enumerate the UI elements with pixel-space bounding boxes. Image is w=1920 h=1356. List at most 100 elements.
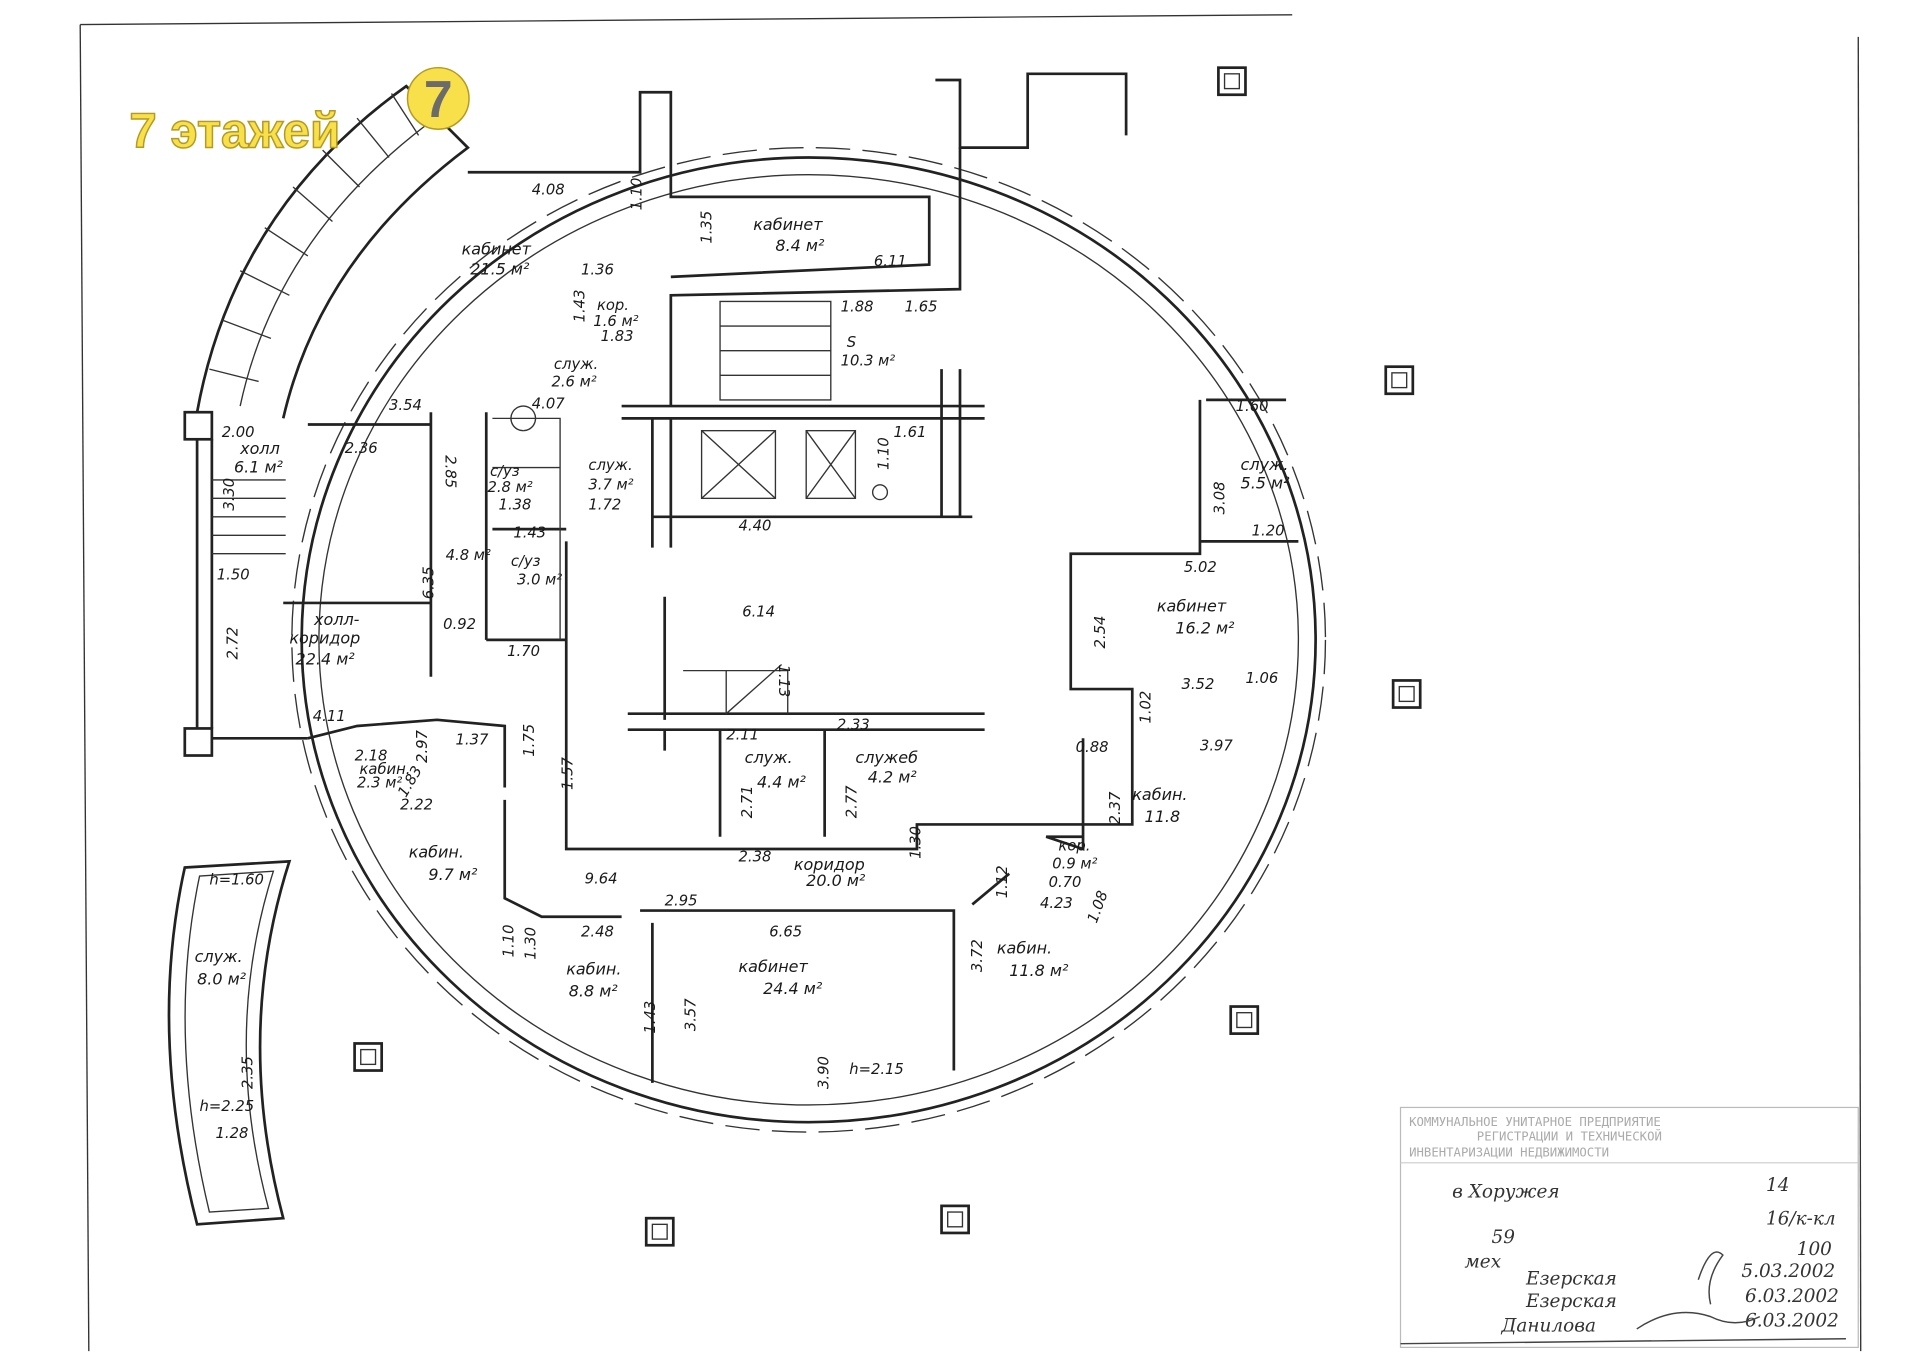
room-name: служеб <box>855 748 918 767</box>
room-area: 5.5 м² <box>1241 474 1291 493</box>
scale: 100 <box>1797 1239 1832 1260</box>
dimension-label: 4.07 <box>532 396 565 413</box>
title-block: КОММУНАЛЬНОЕ УНИТАРНОЕ ПРЕДПРИЯТИЕ РЕГИС… <box>1399 1106 1859 1349</box>
dimension-label: h=2.15 <box>849 1061 904 1078</box>
dimension-label: 0.92 <box>443 616 476 633</box>
dimension-label: 1.13 <box>775 664 792 697</box>
signature <box>1636 1251 1761 1330</box>
logo-text: 7 этажей <box>129 104 340 159</box>
signer-name: Данилова <box>1500 1315 1596 1336</box>
house-number: 14 <box>1766 1175 1789 1196</box>
dimension-label: 3.90 <box>815 1056 832 1089</box>
room-area: 6.1 м² <box>234 458 284 477</box>
room-name: кабинет <box>1157 597 1227 616</box>
dimension-label: 1.50 <box>217 567 250 584</box>
left-stair <box>183 84 470 757</box>
dimension-label: 1.36 <box>581 261 614 278</box>
dimension-label: 3.57 <box>682 998 699 1031</box>
sign-date: 5.03.2002 <box>1741 1261 1835 1282</box>
dimension-label: 2.38 <box>739 848 772 865</box>
dimension-label: 2.72 <box>225 627 242 660</box>
room-name: кабин. <box>1132 785 1187 804</box>
dimension-label: 3.72 <box>969 939 986 972</box>
dimension-label: 3.08 <box>1212 482 1229 515</box>
dimension-label: 1.28 <box>216 1125 249 1142</box>
room-name: холл- <box>313 610 360 629</box>
dimension-label: 2.22 <box>400 797 433 814</box>
dimension-label: 1.10 <box>876 437 893 470</box>
dimension-label: 1.35 <box>698 211 715 244</box>
room-area: 24.4 м² <box>763 979 823 998</box>
dimension-label: 1.72 <box>588 496 621 513</box>
room-name: кабин. <box>566 960 621 979</box>
dimension-label: 2.11 <box>726 727 759 744</box>
dimension-label: 1.43 <box>642 1001 659 1034</box>
signer-name: Езерская <box>1525 1291 1617 1312</box>
room-name: кабин. <box>409 843 464 862</box>
left-wing <box>167 859 292 1226</box>
dimension-label: 1.65 <box>905 298 938 315</box>
building-outline <box>291 146 1327 1133</box>
room-name: кабинет <box>753 215 823 234</box>
dimension-label: 1.10 <box>500 924 517 957</box>
dimension-label: h=1.60 <box>209 872 264 889</box>
room-area: 9.7 м² <box>428 865 478 884</box>
interior-walls <box>211 72 1299 1083</box>
sheet-frame <box>79 14 1862 1352</box>
dimension-label: 9.64 <box>585 870 618 887</box>
room-area: 4.2 м² <box>868 768 918 787</box>
dimension-label: 2.97 <box>414 729 431 762</box>
room-area: 11.8 <box>1145 807 1181 826</box>
mark: мех <box>1465 1251 1502 1272</box>
dimension-label: 1.61 <box>894 424 927 441</box>
street-name: в Хоружея <box>1452 1181 1559 1202</box>
dimension-label: 3.54 <box>389 397 422 414</box>
dimension-label: 3.52 <box>1181 676 1214 693</box>
dimension-label: 2.71 <box>739 785 756 818</box>
room-name: с/уз <box>511 553 541 570</box>
sheet-number: 59 <box>1492 1227 1516 1248</box>
dimension-label: 0.70 <box>1049 874 1082 891</box>
room-name: кабинет <box>462 240 532 259</box>
dimension-label: 0.88 <box>1076 739 1109 756</box>
dimension-label: 1.12 <box>994 865 1011 898</box>
dimension-label: 3.97 <box>1200 738 1233 755</box>
dimension-label: 2.33 <box>837 717 870 734</box>
room-name: служ. <box>554 356 598 373</box>
dimension-label: 4.08 <box>532 181 565 198</box>
room-name: служ. <box>745 748 793 767</box>
room-area: 22.4 м² <box>296 649 356 668</box>
dimension-label: 6.65 <box>769 923 802 940</box>
room-name: S <box>847 334 856 351</box>
dimension-label: 1.43 <box>513 525 546 542</box>
room-name: служ. <box>195 947 243 966</box>
dimension-label: 1.70 <box>507 643 540 660</box>
dimension-label: h=2.25 <box>200 1098 255 1115</box>
dimension-label: 1.43 <box>572 290 589 323</box>
room-area: 2.3 м² <box>357 775 402 792</box>
dimension-label: 1.20 <box>1252 522 1285 539</box>
dimension-label: 1.38 <box>499 496 532 513</box>
stamp-line: ИНВЕНТАРИЗАЦИИ НЕДВИЖИМОСТИ <box>1409 1146 1609 1160</box>
room-area: 4.4 м² <box>757 773 807 792</box>
dimension-label: 2.54 <box>1092 616 1109 649</box>
room-name: коридор <box>794 855 865 874</box>
logo-badge-number: 7 <box>424 70 453 128</box>
dimension-label: 2.95 <box>665 893 698 910</box>
dimension-label: 2.77 <box>844 785 861 818</box>
dimension-label: 1.30 <box>908 826 925 859</box>
block-number: 16/к-кл <box>1766 1208 1836 1229</box>
dimension-label: 3.30 <box>221 478 238 511</box>
dimension-label: 2.18 <box>355 747 388 764</box>
logo-badge <box>406 66 470 130</box>
dimension-label: 6.14 <box>742 603 775 620</box>
room-name: с/уз <box>490 463 520 480</box>
room-area: 2.8 м² <box>487 479 532 496</box>
dimension-label: 1.57 <box>559 757 576 790</box>
room-name: служ. <box>588 457 632 474</box>
column-markers <box>353 66 1422 1247</box>
room-area: 8.0 м² <box>197 969 247 988</box>
sign-date: 6.03.2002 <box>1745 1310 1839 1331</box>
room-name: кабинет <box>739 957 809 976</box>
dimension-label: 5.02 <box>1184 559 1217 576</box>
